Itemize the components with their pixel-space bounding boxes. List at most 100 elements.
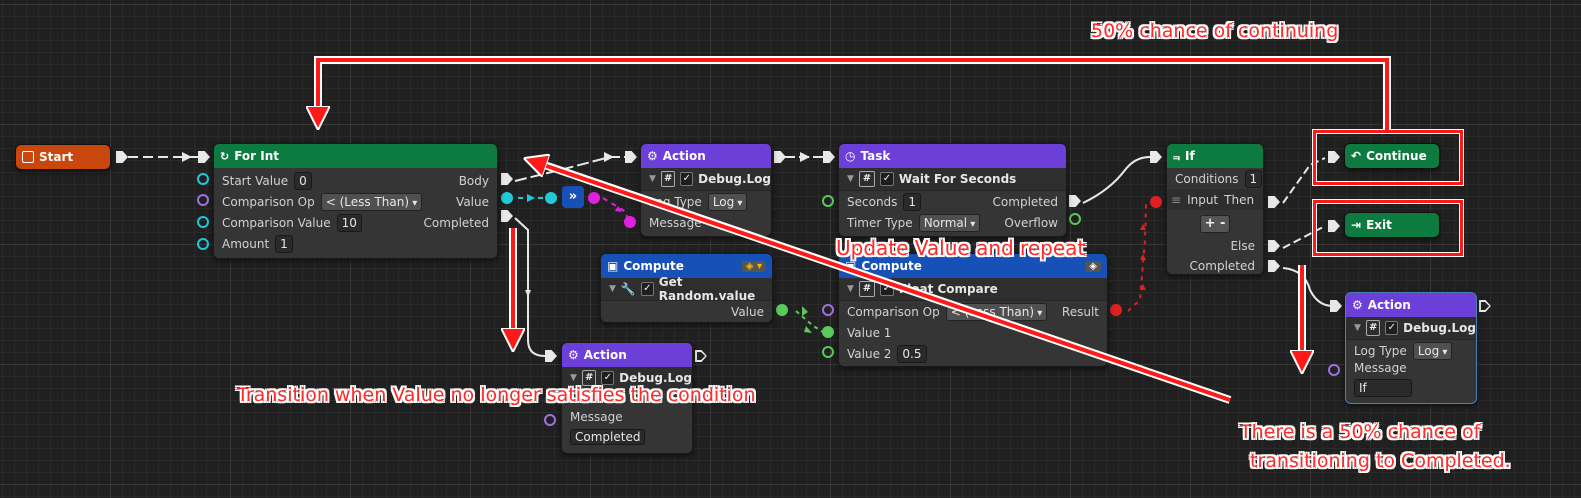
message-in-port[interactable]	[1328, 364, 1340, 376]
start-node[interactable]: Start	[15, 144, 111, 170]
compare-op-label: Comparison Op	[847, 304, 940, 319]
if-completed-port[interactable]	[1268, 260, 1280, 272]
seconds-field[interactable]: 1	[903, 192, 922, 211]
start-value-port[interactable]	[197, 173, 209, 185]
compute-compare-node[interactable]: ▣ Compute ◈ ▼ # ✓ Float Compare Comparis…	[838, 253, 1108, 367]
collapse-triangle-icon[interactable]: ▼	[570, 373, 577, 383]
message-in-port[interactable]	[544, 414, 556, 426]
message-field[interactable]: Completed	[570, 429, 646, 445]
enabled-checkbox[interactable]: ✓	[1385, 321, 1399, 335]
message-label: Message	[570, 410, 623, 424]
log-type-label: Log Type	[1354, 343, 1407, 358]
collapse-triangle-icon[interactable]: ▼	[847, 174, 854, 184]
value2-row: Value 2 0.5	[839, 343, 1107, 364]
timer-icon: ◷	[845, 149, 856, 163]
action-if-sub: ▼ # ✓ Debug.Log	[1346, 317, 1476, 340]
task-sub: ▼ # ✓ Wait For Seconds	[839, 168, 1066, 191]
conditions-field[interactable]: 1	[1244, 169, 1263, 188]
enabled-checkbox[interactable]: ✓	[680, 172, 694, 186]
body-out-port[interactable]	[501, 173, 513, 185]
amount-port[interactable]	[197, 238, 209, 250]
start-value-row: Start Value 0	[214, 170, 497, 191]
continue-node[interactable]: ↶ Continue	[1344, 143, 1440, 169]
body-out-label: Body	[458, 174, 489, 188]
diamond-icon[interactable]: ◈	[1085, 260, 1101, 272]
if-title: If	[1185, 149, 1195, 163]
action-bottom-header: ⚙ Action	[562, 343, 692, 367]
minus-label: -	[1220, 216, 1226, 231]
comparison-value-field[interactable]: 10	[336, 213, 362, 232]
annotation-completed-chance-line1: There is a 50% chance of	[1240, 421, 1481, 443]
collapse-triangle-icon[interactable]: ▼	[649, 174, 656, 184]
exit-title: Exit	[1366, 218, 1392, 232]
continue-flow-in-port[interactable]	[1328, 151, 1340, 163]
value-out-label: Value	[456, 195, 489, 209]
message-label: Message	[1354, 361, 1407, 375]
start-flow-out-port[interactable]	[116, 151, 128, 163]
result-label: Result	[1061, 304, 1099, 319]
timer-type-dropdown[interactable]: Normal	[918, 213, 981, 232]
enabled-checkbox[interactable]: ✓	[640, 282, 654, 296]
task-header: ◷ Task	[839, 144, 1066, 168]
comparison-op-port[interactable]	[197, 194, 209, 206]
drag-handle-icon[interactable]: ≡	[1171, 192, 1182, 207]
continue-highlight-box	[1313, 130, 1463, 185]
convert-node[interactable]: »	[562, 186, 584, 208]
exit-flow-in-port[interactable]	[1328, 220, 1340, 232]
action-if-header: ⚙ Action	[1346, 293, 1476, 317]
conditions-row: Conditions 1	[1167, 168, 1263, 189]
branch-icon: ⫬	[1173, 148, 1181, 163]
else-port[interactable]	[1268, 240, 1280, 252]
amount-label: Amount	[222, 236, 270, 251]
then-label: Then	[1224, 192, 1255, 207]
log-type-dropdown[interactable]: Log	[707, 192, 748, 211]
compute-random-sub: ▼ 🔧 ✓ Get Random.value	[601, 275, 772, 303]
comparison-op-dropdown[interactable]: < (Less Than)	[320, 192, 423, 211]
exit-icon: ⇥	[1351, 218, 1362, 232]
add-condition-button[interactable]: + -	[1200, 215, 1230, 233]
message-field[interactable]: If	[1354, 379, 1412, 397]
action-top-header: ⚙ Action	[641, 144, 771, 168]
double-chevron-icon: »	[568, 189, 578, 204]
compare-op-dropdown[interactable]: < (Less Than)	[945, 302, 1048, 321]
collapse-triangle-icon[interactable]: ▼	[609, 284, 616, 294]
enabled-checkbox[interactable]: ✓	[601, 371, 615, 385]
completed-out-port[interactable]	[501, 210, 513, 222]
script-hash-icon: #	[858, 281, 875, 297]
comparison-value-port[interactable]	[197, 216, 209, 228]
action-if-sub-title: Debug.Log	[1403, 321, 1476, 335]
comparison-op-row: Comparison Op < (Less Than)	[214, 191, 497, 212]
collapse-triangle-icon[interactable]: ▼	[847, 284, 854, 294]
chip-icon: ▣	[607, 259, 619, 273]
amount-field[interactable]: 1	[275, 234, 293, 253]
log-type-row: Log Type Log	[641, 191, 771, 212]
compute-random-node[interactable]: ▣ Compute ◈ ▾ ▼ 🔧 ✓ Get Random.value Val…	[600, 253, 773, 323]
collapse-triangle-icon[interactable]: ▼	[1354, 323, 1361, 333]
value1-row: Value 1	[839, 322, 1107, 343]
task-node[interactable]: ◷ Task ▼ # ✓ Wait For Seconds Seconds 1 …	[838, 143, 1067, 237]
action-top-sub-title: Debug.Log	[698, 172, 771, 186]
for-int-node[interactable]: ↻ For Int Start Value 0 Comparison Op < …	[213, 143, 498, 259]
action-if-node[interactable]: ⚙ Action ▼ # ✓ Debug.Log Log Type Log Me…	[1345, 292, 1477, 404]
action-top-node[interactable]: ⚙ Action ▼ # ✓ Debug.Log Log Type Log Me…	[640, 143, 772, 237]
annotation-transition: Transition when Value no longer satisfie…	[237, 384, 756, 406]
action-if-title: Action	[1367, 298, 1411, 312]
else-label: Else	[1230, 239, 1255, 253]
exit-node[interactable]: ⇥ Exit	[1344, 212, 1440, 238]
value-out-port[interactable]	[501, 192, 513, 204]
log-type-dropdown[interactable]: Log	[1412, 341, 1453, 360]
script-hash-icon: #	[660, 171, 676, 187]
if-node[interactable]: ⫬ If Conditions 1 ≡ Input Then + - Else …	[1166, 143, 1264, 275]
for-int-flow-in-port[interactable]	[198, 151, 210, 163]
mode-dropdown-icon[interactable]: ◈ ▾	[741, 260, 766, 272]
then-port[interactable]	[1268, 196, 1280, 208]
completed-out-label: Completed	[423, 216, 489, 230]
value2-field[interactable]: 0.5	[897, 344, 927, 363]
compute-compare-sub-title: Float Compare	[898, 282, 998, 296]
annotation-continue-chance: 50% chance of continuing	[1091, 20, 1339, 42]
enabled-checkbox[interactable]: ✓	[879, 172, 894, 186]
enabled-checkbox[interactable]: ✓	[879, 282, 894, 296]
action-if-flow-in-port[interactable]	[1330, 300, 1342, 312]
plus-label: +	[1204, 216, 1216, 231]
start-value-field[interactable]: 0	[294, 171, 312, 190]
